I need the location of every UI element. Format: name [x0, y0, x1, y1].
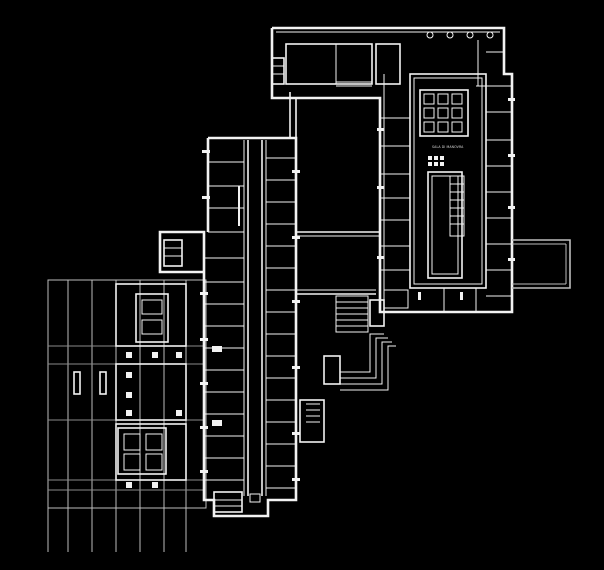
left-grid-horizontals: [48, 345, 206, 491]
hall-label: SALA DI MANOVRA: [432, 145, 464, 149]
lower-courtyard: [115, 423, 187, 481]
east-rooms: [266, 157, 296, 489]
west-rooms: [204, 161, 244, 481]
upper-right-block: SALA DI MANOVRA: [270, 26, 515, 327]
middle-courtyard: [115, 363, 187, 421]
inner-court: [427, 171, 463, 279]
north-columns: [426, 31, 494, 39]
east-canopy: [512, 239, 571, 289]
upper-courtyard: [115, 283, 187, 347]
north-hall: [285, 43, 373, 85]
west-stair: [163, 239, 183, 267]
left-pillars: [126, 352, 182, 488]
central-long-wing: [158, 136, 300, 518]
left-grid-verticals: [47, 280, 187, 552]
skylight-grid: [423, 93, 463, 133]
corridor-dashes: [212, 186, 240, 426]
block-piers: [377, 98, 515, 300]
wing-piers: [200, 150, 300, 481]
connector: [289, 92, 396, 443]
connector-ramps: [340, 333, 396, 391]
main-hall: [409, 73, 487, 289]
block-east-rooms: [476, 40, 512, 297]
block-west-rooms: [380, 74, 410, 310]
left-grid-block: [47, 279, 207, 552]
skylight: [419, 89, 469, 137]
block-south-rooms: [383, 287, 486, 312]
connector-stair: [335, 295, 369, 333]
east-stair: [449, 175, 465, 237]
south-stair: [213, 491, 243, 513]
small-pier-grid: [428, 156, 444, 166]
